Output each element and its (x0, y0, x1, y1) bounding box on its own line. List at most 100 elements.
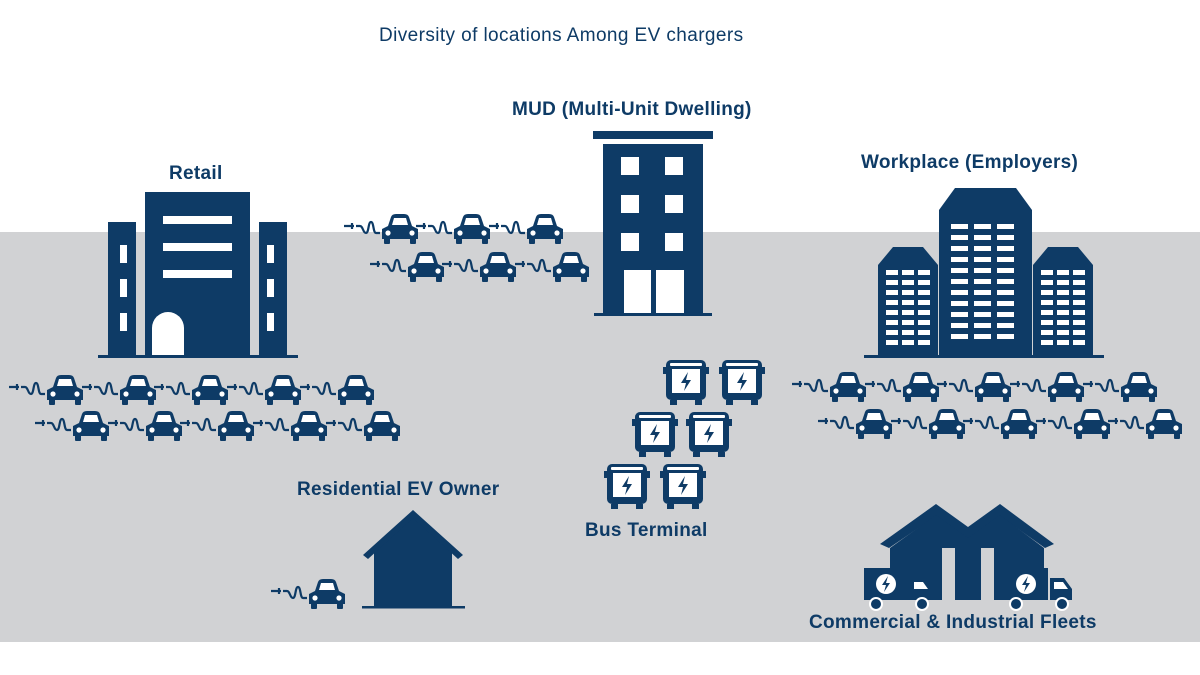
office-window (951, 312, 968, 317)
office-window (918, 300, 930, 305)
office-window (951, 268, 968, 273)
office-window (918, 340, 930, 345)
office-window (1073, 330, 1085, 335)
bus-terminal-label: Bus Terminal (585, 520, 708, 541)
office-window (1041, 270, 1053, 275)
page-title: Diversity of locations Among EV chargers (379, 25, 744, 46)
office-window (902, 320, 914, 325)
office-window (1057, 290, 1069, 295)
ev-car-with-plug-icon (33, 409, 111, 443)
office-window (997, 312, 1014, 317)
ev-car-with-plug-icon (298, 373, 376, 407)
office-window (951, 235, 968, 240)
ev-car-with-plug-icon (1081, 370, 1159, 404)
office-window (997, 290, 1014, 295)
ev-car-with-plug-icon (225, 373, 303, 407)
office-window (974, 301, 991, 306)
ev-car-with-plug-icon (342, 212, 420, 246)
office-window (918, 280, 930, 285)
office-window (1057, 280, 1069, 285)
ev-car-with-plug-icon (269, 577, 347, 611)
office-window (997, 235, 1014, 240)
electric-bus-icon (632, 412, 678, 457)
mud-label: MUD (Multi-Unit Dwelling) (512, 99, 752, 120)
office-window (886, 340, 898, 345)
office-window (997, 301, 1014, 306)
office-window (1073, 270, 1085, 275)
office-window (918, 270, 930, 275)
ev-car-with-plug-icon (487, 212, 565, 246)
office-window (918, 330, 930, 335)
office-window (1073, 310, 1085, 315)
retail-building-icon (98, 192, 298, 358)
office-window (974, 257, 991, 262)
ev-car-with-plug-icon (513, 250, 591, 284)
ev-car-with-plug-icon (1034, 407, 1112, 441)
ev-car-with-plug-icon (7, 373, 85, 407)
office-window (974, 279, 991, 284)
ev-car-with-plug-icon (368, 250, 446, 284)
office-window (902, 300, 914, 305)
office-window (902, 280, 914, 285)
office-window (918, 310, 930, 315)
office-window (951, 246, 968, 251)
office-window (997, 257, 1014, 262)
workplace-label: Workplace (Employers) (861, 152, 1079, 173)
office-window (902, 310, 914, 315)
office-window (886, 280, 898, 285)
residential-label: Residential EV Owner (297, 479, 500, 500)
ev-car-with-plug-icon (790, 370, 868, 404)
office-window (886, 290, 898, 295)
office-window (951, 257, 968, 262)
ev-car-with-plug-icon (152, 373, 230, 407)
office-window (974, 290, 991, 295)
office-window (918, 320, 930, 325)
ev-car-with-plug-icon (80, 373, 158, 407)
office-window (951, 301, 968, 306)
apartment-building-icon (593, 131, 713, 316)
office-window (886, 320, 898, 325)
ev-car-with-plug-icon (178, 409, 256, 443)
office-window (997, 334, 1014, 339)
electric-bus-icon (604, 464, 650, 509)
office-window (902, 290, 914, 295)
ev-car-with-plug-icon (251, 409, 329, 443)
office-window (1041, 280, 1053, 285)
office-window (902, 340, 914, 345)
office-window (997, 279, 1014, 284)
office-window (951, 224, 968, 229)
office-window (974, 312, 991, 317)
office-window (1041, 340, 1053, 345)
office-window (1041, 310, 1053, 315)
office-window (1041, 330, 1053, 335)
office-window (997, 323, 1014, 328)
office-window (1057, 320, 1069, 325)
office-window (974, 224, 991, 229)
office-window (974, 334, 991, 339)
office-window (1073, 290, 1085, 295)
office-window (997, 268, 1014, 273)
office-window (1073, 320, 1085, 325)
fleets-label: Commercial & Industrial Fleets (809, 612, 1097, 633)
electric-bus-icon (660, 464, 706, 509)
office-window (1041, 320, 1053, 325)
office-window (974, 235, 991, 240)
ev-car-with-plug-icon (1008, 370, 1086, 404)
office-window (951, 279, 968, 284)
ev-car-with-plug-icon (935, 370, 1013, 404)
ev-car-with-plug-icon (414, 212, 492, 246)
office-window (1057, 340, 1069, 345)
ev-car-with-plug-icon (816, 407, 894, 441)
ev-car-with-plug-icon (1106, 407, 1184, 441)
office-window (886, 300, 898, 305)
office-window (974, 246, 991, 251)
electric-bus-icon (686, 412, 732, 457)
retail-label: Retail (169, 163, 223, 184)
ev-car-with-plug-icon (440, 250, 518, 284)
office-window (902, 330, 914, 335)
office-window (951, 290, 968, 295)
office-towers-icon (864, 188, 1104, 358)
office-window (1057, 310, 1069, 315)
ev-car-with-plug-icon (106, 409, 184, 443)
